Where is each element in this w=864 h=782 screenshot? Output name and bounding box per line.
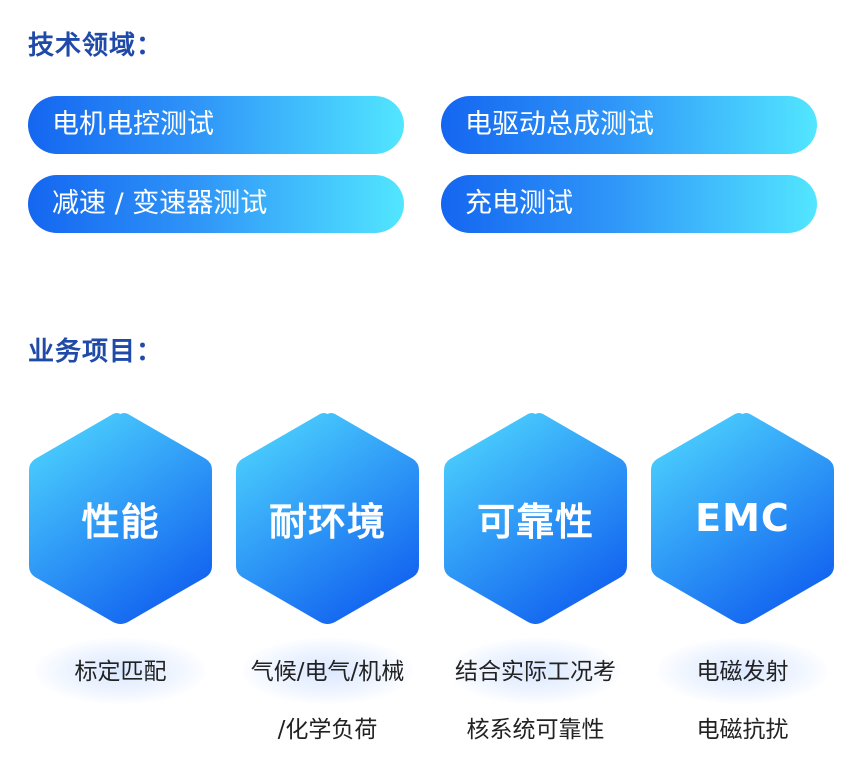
service-description-line-1: 电磁发射: [696, 659, 789, 685]
domain-pill-motor-control-test[interactable]: 电机电控测试: [28, 96, 404, 154]
hex-shadow: [35, 638, 206, 704]
hexagon-label: 耐环境: [268, 499, 386, 544]
domain-pill-charging-test[interactable]: 充电测试: [441, 175, 817, 233]
hexagon-badge: EMC: [649, 410, 836, 626]
hexagon-shape: [29, 413, 212, 624]
service-card-performance[interactable]: 性能 标定匹配: [27, 410, 214, 704]
service-description-line-2: /化学负荷: [277, 717, 378, 743]
service-description-line-1: 气候/电气/机械: [250, 659, 405, 685]
section-title-services: 业务项目：: [28, 337, 164, 367]
service-description-line-1: 标定匹配: [74, 659, 167, 685]
domain-pill-reducer-transmission-test[interactable]: 减速 / 变速器测试: [28, 175, 404, 233]
hexagon-label: 可靠性: [476, 499, 594, 544]
service-card-emc[interactable]: EMC 电磁发射 电磁抗扰: [649, 410, 836, 743]
service-description-line-2: 核系统可靠性: [466, 717, 605, 743]
domain-pill-edrive-assembly-test[interactable]: 电驱动总成测试: [441, 96, 817, 154]
hex-shadow: [450, 638, 621, 704]
service-card-reliability[interactable]: 可靠性 结合实际工况考 核系统可靠性: [442, 410, 629, 743]
hexagon-badge: 耐环境: [234, 410, 421, 626]
service-description-line-1: 结合实际工况考: [455, 659, 616, 685]
service-card-environmental[interactable]: 耐环境 气候/电气/机械 /化学负荷: [234, 410, 421, 743]
hex-shadow: [242, 638, 413, 704]
hexagon-badge: 可靠性: [442, 410, 629, 626]
hexagon-shape: [444, 413, 627, 624]
hex-shadow: [657, 638, 828, 704]
hexagon-shape: [236, 413, 419, 624]
service-description-line-2: 电磁抗扰: [696, 717, 789, 743]
hexagon-label: 性能: [81, 499, 160, 544]
hexagon-shape: [651, 413, 834, 624]
section-title-tech-domains: 技术领域：: [28, 31, 164, 61]
hexagon-label: EMC: [695, 496, 790, 540]
hexagon-badge: 性能: [27, 410, 214, 626]
